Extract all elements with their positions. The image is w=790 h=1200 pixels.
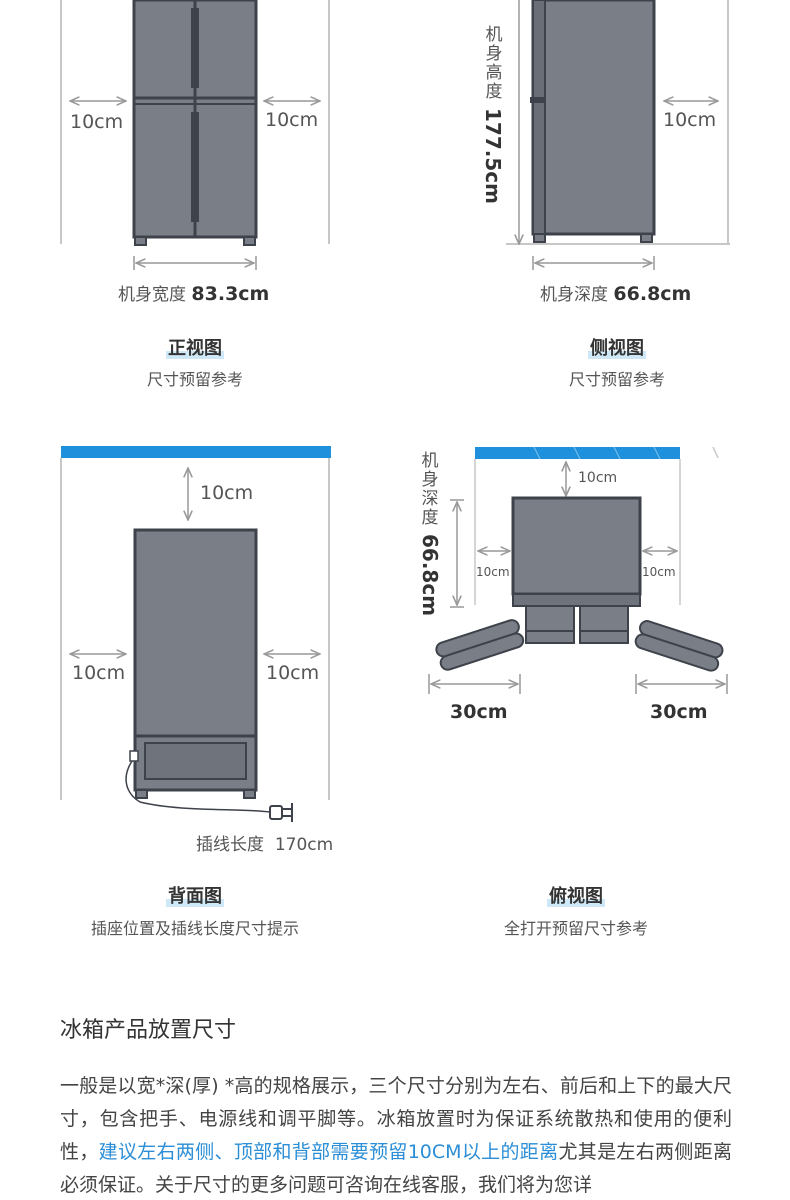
section-title: 冰箱产品放置尺寸 [60,1018,237,1043]
back-view-diagram [60,446,331,822]
side-depth-label: 机身深度 66.8cm [540,283,692,305]
side-height-value: 177.5cm [481,108,505,204]
front-width-value: 83.3cm [191,283,270,305]
side-right-gap: 10cm [663,109,717,131]
top-fridge-body [511,496,642,596]
left-door-swing: 30cm [450,701,508,723]
power-cord [125,760,271,813]
side-view-subtitle: 尺寸预留参考 [568,370,665,389]
plug-icon [269,803,293,822]
back-right-gap: 10cm [266,662,320,684]
front-right-gap: 10cm [265,109,319,131]
front-view-subtitle: 尺寸预留参考 [146,370,243,389]
top-view-title: 俯视图 [547,886,605,907]
cord-length-label: 插线长度 170cm [196,835,334,855]
top-depth-label: 机身深度 [421,451,439,528]
side-view-diagram [506,0,730,270]
top-left-gap: 10cm [476,565,510,579]
front-width-label: 机身宽度 83.3cm [118,283,270,305]
side-height-label: 机身高度 [485,25,503,102]
left-door-open [435,619,525,671]
compressor-panel [144,742,247,780]
back-view-title: 背面图 [166,886,224,907]
right-door-swing: 30cm [650,701,708,723]
top-view-diagram [428,446,728,694]
front-view-title: 正视图 [166,338,224,359]
back-top-bar [61,446,331,458]
back-top-gap: 10cm [200,482,254,504]
cord-length-value: 170cm [274,835,334,855]
front-view-diagram [60,0,330,270]
section-paragraph: 一般是以宽*深(厚) *高的规格展示，三个尺寸分别为左右、前后和上下的最大尺寸，… [60,1075,732,1196]
back-view-subtitle: 插座位置及插线长度尺寸提示 [90,919,299,938]
power-socket-icon [129,750,139,762]
top-gap: 10cm [578,470,618,486]
side-fridge-body [531,0,656,236]
right-door-open [634,620,724,672]
top-view-subtitle: 全打开预留尺寸参考 [503,919,648,938]
top-right-gap: 10cm [642,565,676,579]
side-view-title: 侧视图 [588,338,646,359]
back-left-gap: 10cm [72,662,126,684]
highlight-text: 建议左右两侧、顶部和背部需要预留10CM以上的距离 [98,1141,559,1163]
top-depth-value: 66.8cm [418,534,442,617]
side-depth-value: 66.8cm [613,283,692,305]
front-left-gap: 10cm [70,111,124,133]
